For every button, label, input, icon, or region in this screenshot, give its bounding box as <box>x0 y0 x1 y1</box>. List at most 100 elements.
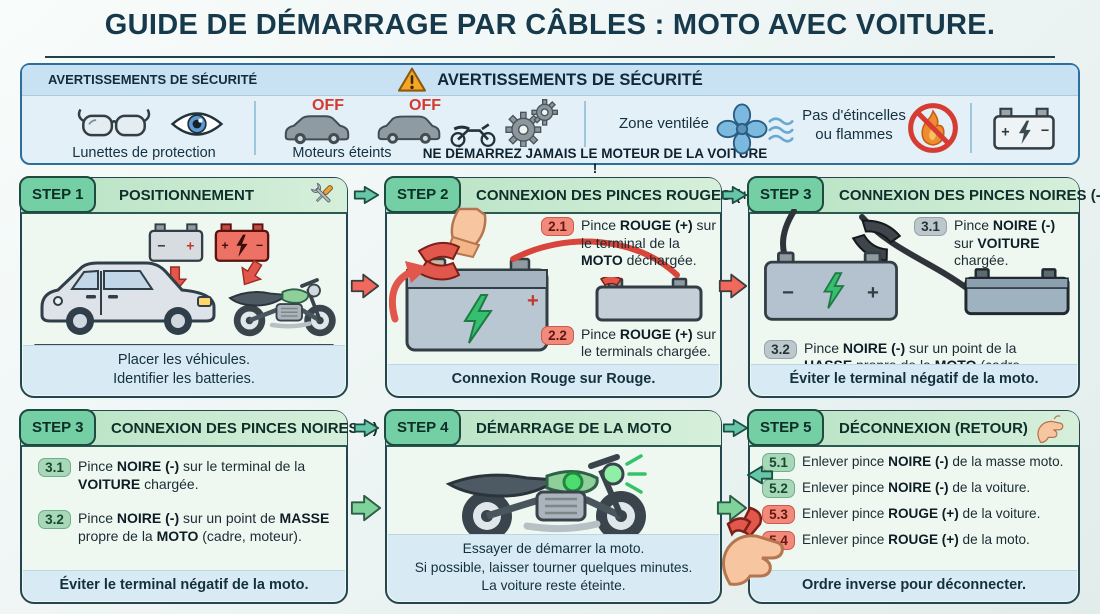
svg-text:+: + <box>221 239 228 253</box>
panel-header: STEP 5 DÉCONNEXION (RETOUR) <box>747 409 1079 447</box>
svg-text:−: − <box>157 237 165 253</box>
car-battery-illustration: − + <box>764 251 898 321</box>
step-number-badge: 5.1 <box>762 453 795 472</box>
panel-step3-pinces-noires-haut: STEP 3 CONNEXION DES PINCES NOIRES (-) −… <box>747 176 1100 398</box>
panel-title: CONNEXION DES PINCES NOIRES (-) <box>111 419 378 437</box>
arrow-right-small <box>353 419 380 437</box>
safety-header-side-label: AVERTISSEMENTS DE SÉCURITÉ <box>48 72 258 87</box>
step-item-text: Enlever pince NOIRE (-) de la masse moto… <box>802 454 1064 469</box>
svg-text:−: − <box>782 282 794 304</box>
panel-step4-demarrage-moto: STEP 4 DÉMARRAGE DE LA MOTO Essayer de d… <box>384 409 722 604</box>
panel-footer: Connexion Rouge sur Rouge. <box>388 363 719 395</box>
tools-icon <box>310 182 333 203</box>
red-arrow-diagonal <box>241 259 263 286</box>
arrow-right-green <box>716 494 748 522</box>
page-title: GUIDE DE DÉMARRAGE PAR CÂBLES : MOTO AVE… <box>104 9 996 41</box>
panel-step2-pinces-rouges: STEP 2 CONNEXION DES PINCES ROUGES (+) + <box>384 176 754 398</box>
panel-step3-pinces-noires-bas: STEP 3 CONNEXION DES PINCES NOIRES (-) 3… <box>19 409 378 604</box>
engines-off-label: Moteurs éteints <box>292 145 392 161</box>
off-label-2: OFF <box>409 97 441 114</box>
battery-icon: + − <box>993 107 1055 150</box>
motorcycle-icon <box>450 123 496 147</box>
warning-triangle-icon <box>398 67 427 92</box>
panel-title: DÉCONNEXION (RETOUR) <box>839 419 1028 437</box>
step-number-badge: 3.1 <box>914 217 947 236</box>
second-battery-illustration <box>595 277 703 322</box>
arrow-right-red <box>718 273 748 299</box>
hand-clamp-icon <box>722 506 784 586</box>
svg-text:+: + <box>186 237 194 253</box>
panel-title: POSITIONNEMENT <box>119 186 255 204</box>
no-flames-icon <box>908 103 958 153</box>
panel-footer: Ordre inverse pour déconnecter. <box>751 569 1077 601</box>
panel-title: CONNEXION DES PINCES NOIRES (-) <box>839 186 1100 204</box>
step-number-badge: 3.2 <box>764 339 797 359</box>
eye-icon <box>170 112 224 136</box>
off-label-1: OFF <box>312 97 344 114</box>
car-battery-illustration: − + <box>148 223 204 262</box>
step-item: 5.1 Enlever pince NOIRE (-) de la masse m… <box>762 453 1078 472</box>
footer-line: Placer les véhicules. <box>117 351 251 368</box>
step-item-text: Pince ROUGE (+) sur le terminals chargée… <box>581 325 716 360</box>
svg-text:+: + <box>1001 125 1009 141</box>
step-item: 2.1 Pince ROUGE (+) sur le terminal de la… <box>541 217 717 270</box>
step-number-badge: 2.1 <box>541 217 574 236</box>
step-number-badge: 3.2 <box>38 510 71 529</box>
step-number-badge: 3.1 <box>38 458 71 477</box>
panel-header: STEP 4 DÉMARRAGE DE LA MOTO <box>384 409 721 447</box>
svg-text:+: + <box>867 282 879 304</box>
panel-footer: Éviter le terminal négatif de la moto. <box>23 569 345 601</box>
step-number-badge: 2.2 <box>541 325 574 345</box>
panel-header: STEP 3 CONNEXION DES PINCES NOIRES (-) <box>747 176 1100 214</box>
panel-step1-positionnement: STEP 1 POSITIONNEMENT − + <box>19 176 348 398</box>
footer-line: Essayer de démarrer la moto. <box>462 541 645 557</box>
car-icon <box>377 115 441 144</box>
safety-header: AVERTISSEMENTS DE SÉCURITÉ AVERTISSEMENT… <box>22 65 1078 96</box>
arrow-right-red <box>350 273 380 299</box>
svg-text:+: + <box>527 290 539 312</box>
svg-text:−: − <box>1041 123 1049 139</box>
arrow-right-small <box>722 419 749 437</box>
safety-divider <box>584 101 586 147</box>
ventilated-label: Zone ventilée <box>618 115 710 132</box>
svg-text:−: − <box>256 239 263 253</box>
footer-line: Identifier les batteries. <box>113 370 255 387</box>
panel-header: STEP 1 POSITIONNEMENT <box>19 176 347 214</box>
step-item: 3.2 Pince NOIRE (-) sur un point de MASSE… <box>38 510 340 545</box>
step-item: 2.2 Pince ROUGE (+) sur le terminals char… <box>541 325 717 361</box>
never-start-label: NE DÉMARREZ JAMAIS LE MOTEUR DE LA VOITU… <box>422 146 768 176</box>
step-badge: STEP 4 <box>384 409 462 446</box>
step-badge: STEP 5 <box>747 409 825 446</box>
footer-line: Ordre inverse pour déconnecter. <box>801 576 1027 593</box>
step-badge: STEP 3 <box>19 409 97 446</box>
step-badge: STEP 3 <box>747 176 825 213</box>
step-item-text: Pince ROUGE (+) sur le terminal de la MO… <box>581 217 716 268</box>
step-item-text: Enlever pince ROUGE (+) de la voiture. <box>802 506 1041 521</box>
panel-header: STEP 2 CONNEXION DES PINCES ROUGES (+) <box>384 176 754 214</box>
safety-header-main-label: AVERTISSEMENTS DE SÉCURITÉ <box>437 70 703 89</box>
safety-header-main: AVERTISSEMENTS DE SÉCURITÉ <box>22 66 1078 94</box>
panel-footer: Essayer de démarrer la moto. Si possible,… <box>388 534 719 601</box>
title-divider <box>45 56 1055 58</box>
jumper-cable-red <box>510 238 680 278</box>
arrow-right-green <box>350 494 382 522</box>
footer-line: Si possible, laisser tourner quelques mi… <box>414 559 693 575</box>
step-number-badge: 5.3 <box>762 505 795 524</box>
step-item-text: Enlever pince ROUGE (+) de la moto. <box>802 532 1030 547</box>
fan-icon <box>716 103 768 155</box>
battery-red-clamp-illustration: + <box>389 207 549 352</box>
hand-icon <box>1037 415 1064 444</box>
arrow-left-small <box>746 465 774 485</box>
step-items: 2.1 Pince ROUGE (+) sur le terminal de la… <box>541 217 717 361</box>
safety-goggles-icon <box>77 108 151 137</box>
panel-header: STEP 3 CONNEXION DES PINCES NOIRES (-) <box>19 409 378 447</box>
step-item-text: Pince NOIRE (-) sur un point de MASSE pr… <box>78 510 330 544</box>
panel-title: DÉMARRAGE DE LA MOTO <box>476 419 672 437</box>
car-icon <box>284 115 350 145</box>
